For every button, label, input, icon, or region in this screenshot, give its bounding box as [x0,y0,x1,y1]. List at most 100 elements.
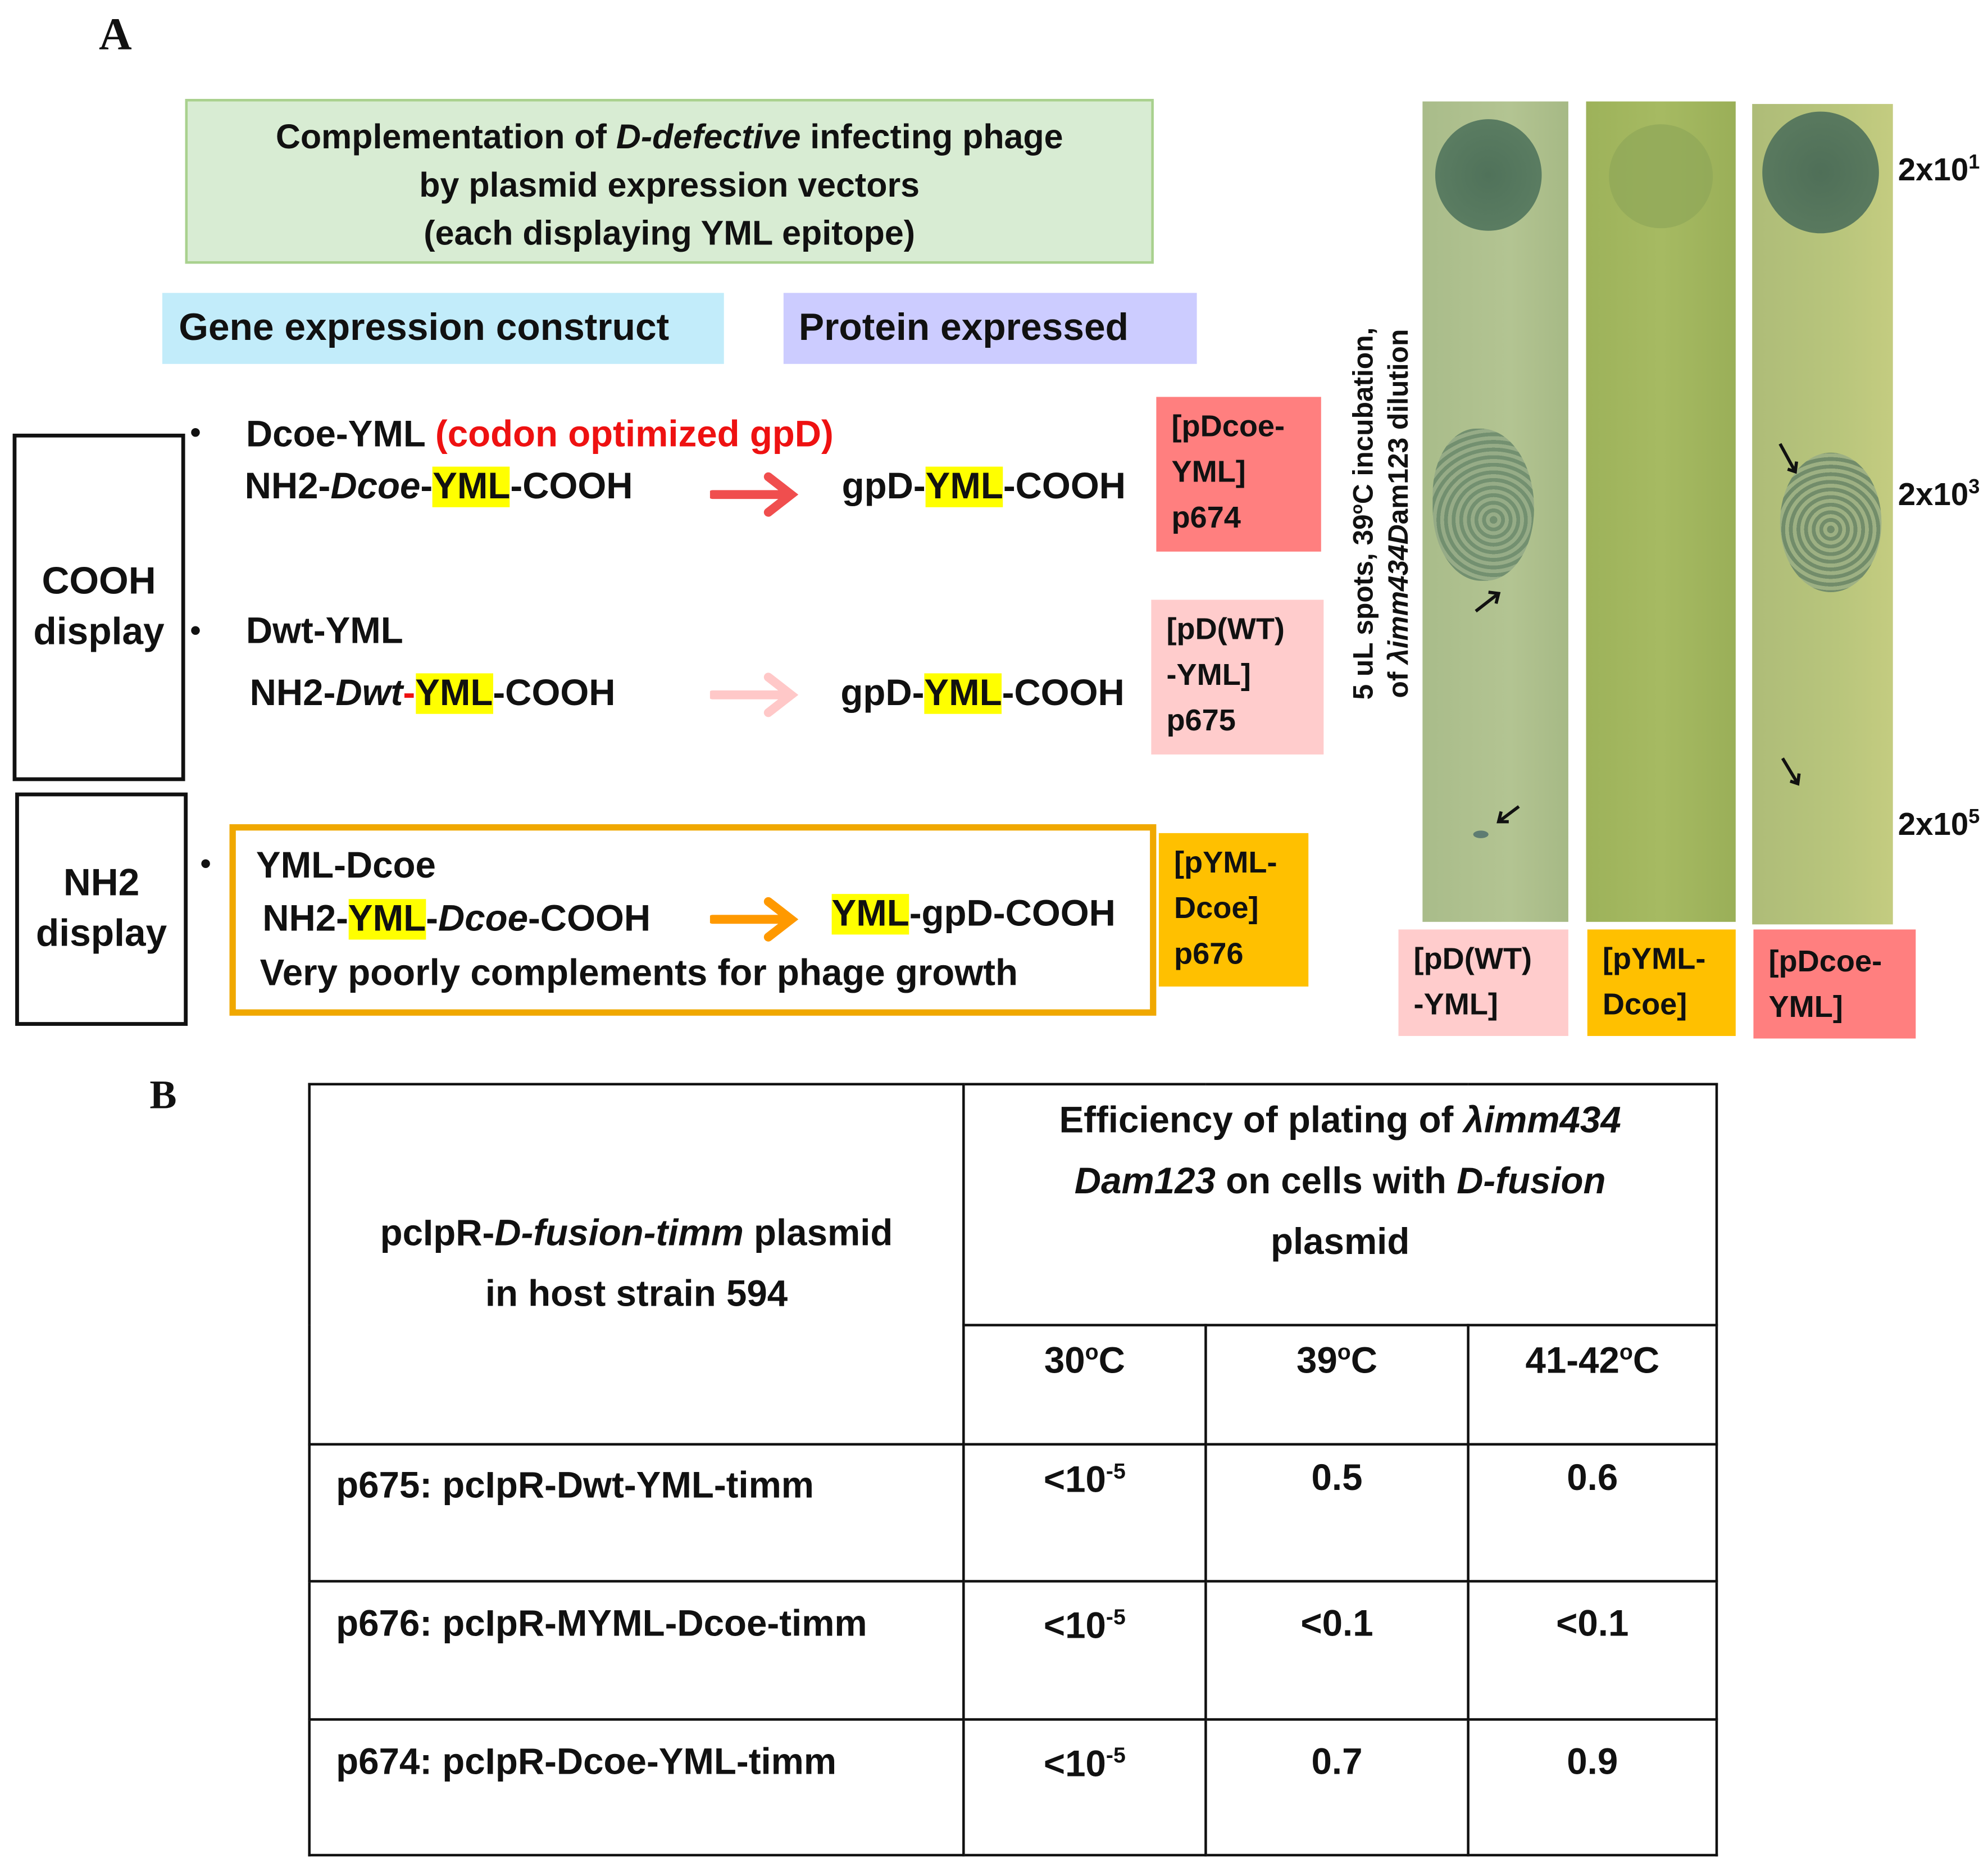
label-line: YML] [1171,455,1246,490]
seg: <10 [1043,1460,1106,1501]
axis-line-2: of λimm434Dam123 dilution [1381,247,1417,780]
seg: -5 [1106,1742,1126,1768]
display-label: display [35,913,167,955]
plaque-spot [1780,452,1882,593]
value-cell: <0.1 [1467,1580,1718,1721]
axis-line-1: 5 uL spots, 39oC incubation, [1339,247,1381,780]
seg: -COOH [1002,673,1125,714]
table-row: p675: pcIpR-Dwt-YML-timm <10-5 0.5 0.6 [308,1443,1718,1583]
construct-2-name: Dwt-YML [245,611,403,652]
table-row: p676: pcIpR-MYML-Dcoe-timm <10-5 <0.1 <0… [308,1580,1718,1721]
value-cell: 0.6 [1467,1443,1718,1583]
panel-b-letter: B [149,1071,177,1117]
label-line: Dcoe] [1173,891,1259,926]
construct-name: Dcoe-YML [245,415,425,456]
value-cell: <10-5 [962,1718,1207,1857]
bullet: • [190,416,201,451]
label-line: [pDcoe- [1171,410,1285,444]
header-efficiency: Efficiency of plating of λimm434 Dam123 … [962,1083,1718,1326]
label-line: p675 [1166,703,1236,738]
yml-highlight: YML [415,673,493,714]
label-line: [pDcoe- [1768,944,1882,979]
plasmid-label-p674: [pDcoe- YML] p674 [1156,397,1321,552]
seg: -COOH [493,673,616,714]
plate-label: [pYML- Dcoe] [1587,929,1736,1036]
bullet: • [200,847,211,882]
title-line-2: by plasmid expression vectors [419,166,920,205]
header-construct: Gene expression construct [162,293,724,364]
yml-highlight: YML [433,466,511,507]
construct-2-gene: NH2-Dwt-YML-COOH [250,672,616,715]
seg: -5 [1106,1458,1126,1484]
dilution-label: 2x103 [1898,477,1980,514]
plasmid-cell: p676: pcIpR-MYML-Dcoe-timm [308,1580,965,1721]
dilution-label: 2x101 [1898,152,1980,189]
label-line: [pYML- [1602,942,1706,976]
label-line: -YML] [1166,658,1251,693]
seg: pcIpR- [380,1213,495,1255]
seg: gpD- [840,673,925,714]
plaque-spot [1435,119,1542,231]
seg: 5 [1968,806,1980,828]
seg: -5 [1106,1604,1126,1630]
seg: 3 [1968,476,1980,499]
seg: C [1632,1341,1660,1382]
label-line: p674 [1171,501,1241,535]
construct-1-name: Dcoe-YML (codon optimized gpD) [246,414,834,457]
label-line: p676 [1173,937,1244,971]
nh2-display-box: NH2 display [15,792,188,1026]
title-line-1: Complementation of D-defective infecting… [188,113,1151,161]
seg: -COOH [1003,466,1126,507]
seg: - [403,673,416,714]
label-line: -YML] [1413,988,1498,1023]
seg: NH2- [244,466,331,507]
label-line: [pD(WT) [1166,612,1285,647]
title-italic: D-defective [616,117,801,156]
header-line: pcIpR-D-fusion-timm plasmid [311,1203,962,1264]
dilution-label: 2x105 [1898,806,1980,843]
seg: -COOH [528,899,651,940]
header-plasmid: pcIpR-D-fusion-timm plasmid in host stra… [308,1083,965,1446]
plate-label: [pD(WT)-YML] [1398,929,1568,1036]
seg: C [1350,1341,1378,1382]
seg: λimm434D [1382,524,1415,664]
seg: <10 [1043,1744,1106,1785]
seg: Dam123 [1074,1161,1216,1202]
title-box: Complementation of D-defective infecting… [185,99,1154,264]
seg: am123 dilution [1382,329,1415,525]
value-cell: <0.1 [1204,1580,1470,1721]
plasmid-label-p676: [pYML-Dcoe]p676 [1158,833,1309,987]
seg: D-fusion-timm [494,1213,744,1255]
temp-header: 30oC [962,1324,1207,1446]
arrow-icon [709,673,799,717]
temp-header: 41-42oC [1467,1324,1718,1446]
title-text: infecting phage [800,117,1063,156]
seg: 2x10 [1898,477,1969,513]
seg: 30 [1044,1341,1085,1382]
label-line: Dcoe] [1602,988,1687,1023]
construct-note: (codon optimized gpD) [435,415,834,456]
yml-highlight: YML [924,673,1002,714]
display-label: display [33,611,165,653]
arrow-icon [709,472,799,517]
header-line: Efficiency of plating of λimm434 [965,1091,1716,1151]
value-cell: 0.9 [1467,1718,1718,1857]
plate-strip-pyml-dcoe [1586,101,1736,922]
seg: on cells with [1215,1161,1457,1202]
nh2-label: NH2 [63,862,140,905]
arrow-icon [1475,590,1520,824]
construct-3-note: Very poorly complements for phage growth [260,953,1018,994]
value-cell: <10-5 [962,1580,1207,1721]
protein-3: YML-gpD-COOH [831,893,1116,936]
yml-highlight: YML [925,466,1003,507]
panel-a-letter: A [99,8,132,60]
plaque-spot [1762,111,1879,234]
protein-2: gpD-YML-COOH [840,672,1125,715]
seg: of [1382,664,1415,698]
seg: Dcoe [438,899,529,940]
plate-strip-pdcoe-yml [1752,104,1893,925]
temp-header: 39oC [1204,1324,1470,1446]
plate-axis-label: 5 uL spots, 39oC incubation, of λimm434D… [1339,247,1417,780]
nh2-construct-box [229,824,1157,1016]
